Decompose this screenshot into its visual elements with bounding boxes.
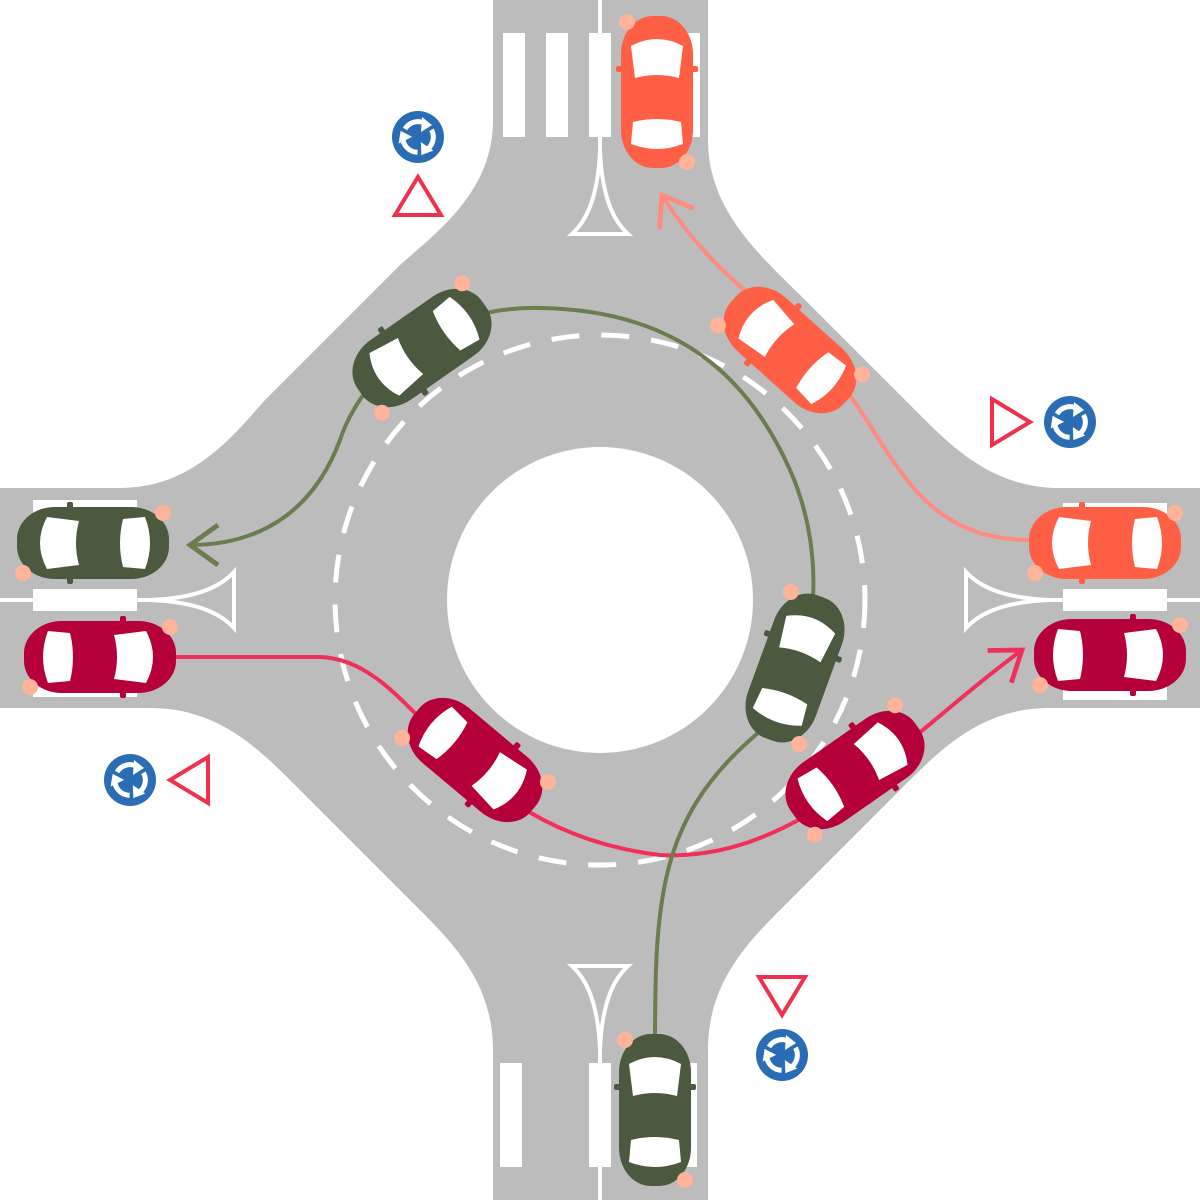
splitter-island [149, 566, 236, 634]
ring-lane-divider [332, 332, 868, 868]
yield-sign-icon [391, 173, 445, 217]
path-orange-car [657, 191, 1031, 542]
car-green-icon [614, 1032, 696, 1188]
roundabout-sign-icon [756, 1029, 808, 1081]
splitter-island [566, 149, 634, 236]
roundabout-sign-icon [1044, 396, 1096, 448]
car-orange-icon [1027, 502, 1183, 584]
car-green-icon [15, 502, 171, 584]
path-green-car [185, 305, 816, 1041]
yield-sign-icon [166, 753, 210, 807]
car-crimson-icon [22, 616, 178, 698]
crosswalk-stripe [503, 33, 525, 137]
central-island [447, 447, 753, 753]
roundabout-sign-icon [104, 754, 156, 806]
car-crimson-icon [1032, 614, 1188, 696]
roundabout-sign-icon [392, 111, 444, 163]
traffic-signs [104, 111, 1096, 1081]
car-orange-icon [616, 14, 698, 170]
crosswalk-stripe [500, 1063, 522, 1167]
splitter-island [566, 964, 634, 1051]
yield-sign-icon [755, 975, 809, 1019]
yield-sign-icon [990, 395, 1034, 449]
crosswalk-stripe [546, 33, 568, 137]
splitter-island [964, 566, 1051, 634]
